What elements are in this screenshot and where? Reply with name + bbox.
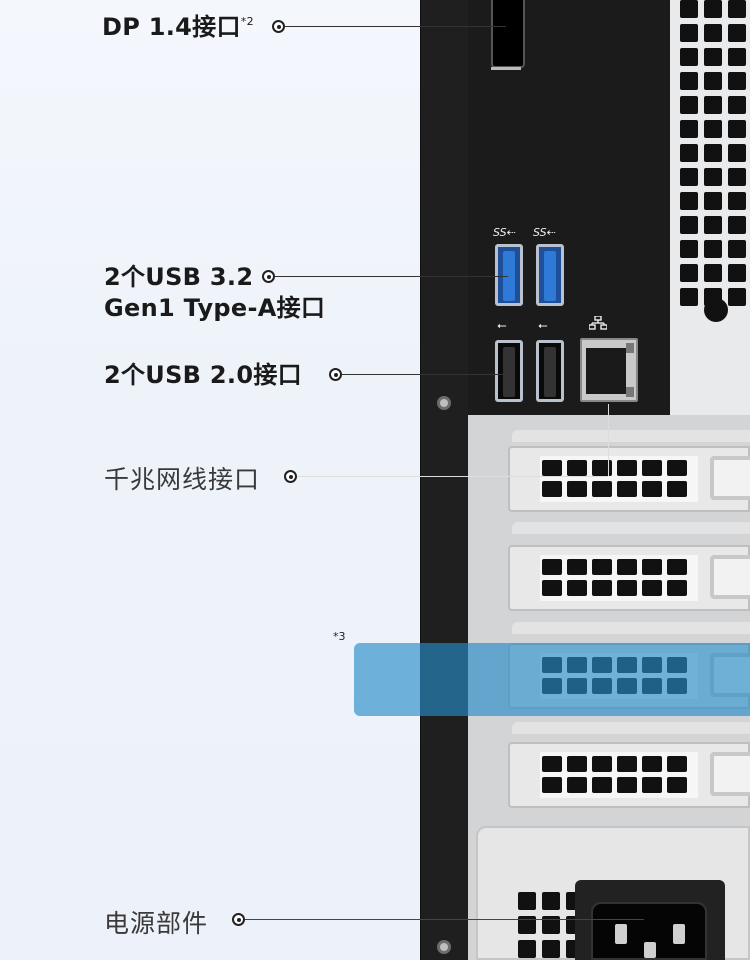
usb32-port	[536, 244, 564, 306]
dp-pointer-dot	[272, 20, 285, 33]
usb32-label-line2: Gen1 Type-A接口	[104, 294, 326, 322]
ethernet-port	[580, 338, 638, 402]
dp-leader-line	[284, 26, 506, 27]
power-pointer-dot	[232, 913, 245, 926]
superspeed-icon: SS⇠	[493, 226, 516, 239]
slot-tab	[512, 430, 750, 442]
usb-icon: ⭠	[497, 318, 507, 332]
ethernet-leader-vertical	[608, 404, 609, 476]
dp-port	[491, 0, 525, 68]
power-leader-line	[244, 919, 644, 920]
expansion-slot	[508, 545, 750, 611]
usb20-port	[536, 340, 564, 402]
ethernet-leader-line	[296, 476, 608, 477]
usb20-port	[495, 340, 523, 402]
screw-upper	[437, 396, 451, 410]
usb20-pointer-dot	[329, 368, 342, 381]
chassis-frame	[420, 0, 469, 960]
usb32-port	[495, 244, 523, 306]
usb32-label-line1: 2个USB 3.2	[104, 263, 254, 291]
highlight-footnote: *3	[333, 630, 346, 643]
slot-tab	[512, 622, 750, 634]
slot-tab	[512, 522, 750, 534]
expansion-slot	[508, 446, 750, 512]
usb-icon: ⭠	[538, 318, 548, 332]
vent-grid	[680, 0, 750, 306]
ethernet-label: 千兆网线接口	[104, 465, 261, 494]
dp-port-label: DP 1.4接口*2	[102, 13, 254, 41]
usb20-label: 2个USB 2.0接口	[104, 361, 302, 389]
usb32-leader-line	[274, 276, 508, 277]
usb20-leader-line	[341, 374, 507, 375]
superspeed-icon: SS⇠	[533, 226, 556, 239]
expansion-slot	[508, 742, 750, 808]
usb32-pointer-dot	[262, 270, 275, 283]
ethernet-pointer-dot	[284, 470, 297, 483]
network-icon	[588, 315, 608, 334]
vent-round-hole	[704, 298, 728, 322]
slot-tab	[512, 722, 750, 734]
screw-lower	[437, 940, 451, 954]
dp-port-strip	[491, 67, 521, 70]
power-inlet	[575, 880, 725, 960]
slot-highlight-overlay	[354, 643, 750, 716]
power-label: 电源部件	[104, 909, 209, 938]
